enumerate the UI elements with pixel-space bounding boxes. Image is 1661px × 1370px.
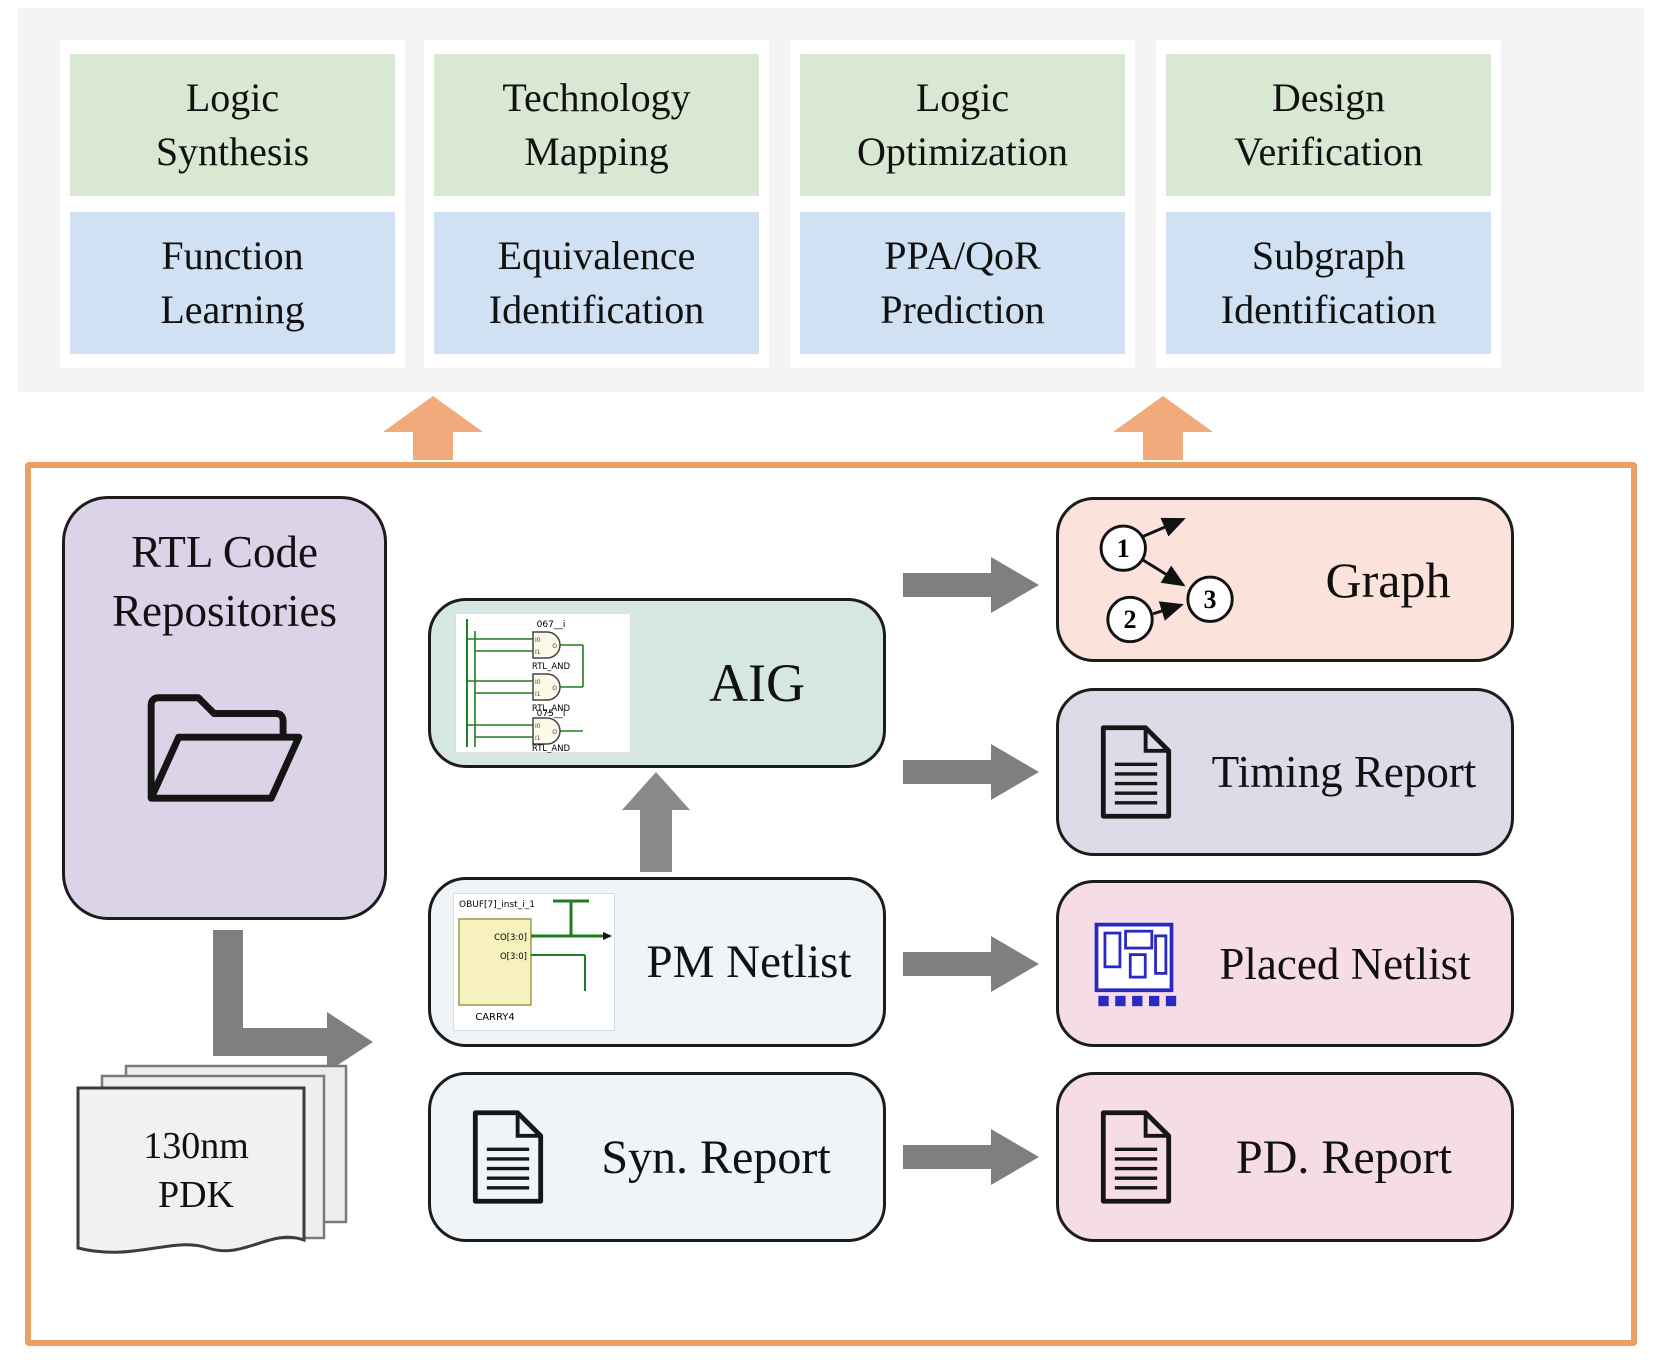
aig-label: AIG bbox=[709, 653, 805, 713]
aig-schematic-thumbnail: 067__i I0 I1 O RTL_AND 069__i I0 I1 O RT… bbox=[455, 613, 631, 753]
pd-report-card: PD. Report bbox=[1056, 1072, 1514, 1242]
column-logic-synthesis: Logic Synthesis Function Learning bbox=[60, 40, 405, 368]
timing-report-label: Timing Report bbox=[1211, 747, 1477, 797]
up-arrow-right-icon bbox=[1113, 396, 1213, 460]
gate-type-label: RTL_AND bbox=[532, 704, 571, 714]
gate-pin-label: I1 bbox=[535, 735, 541, 742]
instance-label: OBUF[7]_inst_i_1 bbox=[459, 900, 535, 910]
chip-layout-icon bbox=[1094, 922, 1177, 1006]
pm-netlist-label: PM Netlist bbox=[646, 936, 852, 988]
column-design-verification: Design Verification Subgraph Identificat… bbox=[1156, 40, 1501, 368]
application-line-1: Equivalence bbox=[497, 232, 696, 278]
application-line-2: Prediction bbox=[880, 287, 1045, 332]
document-icon bbox=[1100, 725, 1172, 819]
gate-type-label: RTL_AND bbox=[532, 662, 571, 672]
pdk-label: 130nm PDK bbox=[86, 1122, 306, 1221]
gate-pin-label: I1 bbox=[535, 691, 541, 698]
pm-netlist-schematic-thumbnail: OBUF[7]_inst_i_1 CO[3:0] O[3:0] CARRY4 bbox=[453, 893, 615, 1031]
graph-node-2-label: 2 bbox=[1124, 605, 1137, 634]
pdk-line-2: PDK bbox=[157, 1174, 235, 1217]
task-line-1: Technology bbox=[502, 74, 691, 120]
syn-report-label: Syn. Report bbox=[601, 1130, 831, 1184]
placed-netlist-card: Placed Netlist bbox=[1056, 880, 1514, 1047]
gate-name-label: 067__i bbox=[537, 620, 566, 630]
gate-pin-label: O bbox=[552, 729, 557, 736]
graph-node-3-label: 3 bbox=[1204, 584, 1217, 613]
graph-nodes-icon: 1 2 3 bbox=[1099, 517, 1234, 643]
document-icon bbox=[472, 1110, 544, 1204]
graph-node-1-label: 1 bbox=[1117, 533, 1130, 562]
application-line-1: PPA/QoR bbox=[884, 232, 1041, 278]
arrow-aig-to-graph-icon bbox=[903, 557, 1039, 613]
port-o-label: O[3:0] bbox=[500, 952, 527, 962]
arrow-pm-to-placed-netlist-icon bbox=[903, 936, 1039, 992]
elbow-arrow-rtl-to-pdk-icon bbox=[213, 930, 373, 1072]
task-line-2: Optimization bbox=[856, 129, 1069, 174]
task-line-1: Logic bbox=[185, 74, 280, 120]
gate-pin-label: O bbox=[552, 643, 557, 650]
document-icon bbox=[1100, 1110, 1172, 1204]
timing-report-card: Timing Report bbox=[1056, 688, 1514, 856]
syn-report-card: Syn. Report bbox=[428, 1072, 886, 1242]
gate-name-label: 075__i bbox=[537, 709, 566, 719]
pdk-line-1: 130nm bbox=[143, 1125, 249, 1167]
graph-card: 1 2 3 Graph bbox=[1056, 497, 1514, 662]
task-box-design-verification: Design Verification bbox=[1166, 54, 1491, 196]
aig-card: 067__i I0 I1 O RTL_AND 069__i I0 I1 O RT… bbox=[428, 598, 886, 768]
application-line-2: Identification bbox=[1220, 287, 1437, 332]
port-co-label: CO[3:0] bbox=[494, 933, 527, 943]
rtl-repo-line-1: RTL Code bbox=[131, 527, 318, 577]
gate-pin-label: I1 bbox=[535, 649, 541, 656]
column-technology-mapping: Technology Mapping Equivalence Identific… bbox=[424, 40, 769, 368]
folder-icon bbox=[147, 694, 302, 802]
application-box-subgraph-identification: Subgraph Identification bbox=[1166, 212, 1491, 354]
task-box-technology-mapping: Technology Mapping bbox=[434, 54, 759, 196]
application-line-1: Function bbox=[161, 232, 304, 278]
placed-netlist-label: Placed Netlist bbox=[1219, 938, 1471, 989]
rtl-code-repositories-card: RTL Code Repositories bbox=[62, 496, 387, 920]
application-line-2: Identification bbox=[488, 287, 705, 332]
application-line-1: Subgraph bbox=[1251, 232, 1406, 278]
up-arrow-pm-to-aig-icon bbox=[622, 772, 690, 872]
gate-type-label: RTL_AND bbox=[532, 744, 571, 753]
task-line-2: Synthesis bbox=[155, 129, 310, 174]
task-box-logic-synthesis: Logic Synthesis bbox=[70, 54, 395, 196]
application-box-ppa-qor-prediction: PPA/QoR Prediction bbox=[800, 212, 1125, 354]
application-line-2: Learning bbox=[160, 287, 305, 332]
pdk-sheet-stack-icon bbox=[76, 1064, 348, 1254]
pm-netlist-card: OBUF[7]_inst_i_1 CO[3:0] O[3:0] CARRY4 P… bbox=[428, 877, 886, 1047]
application-box-equivalence-identification: Equivalence Identification bbox=[434, 212, 759, 354]
gate-pin-label: I0 bbox=[535, 679, 541, 686]
graph-label: Graph bbox=[1325, 551, 1451, 608]
cell-label: CARRY4 bbox=[475, 1012, 515, 1023]
pd-report-label: PD. Report bbox=[1236, 1130, 1452, 1184]
gate-pin-label: O bbox=[552, 685, 557, 692]
task-line-1: Logic bbox=[915, 74, 1010, 120]
column-logic-optimization: Logic Optimization PPA/QoR Prediction bbox=[790, 40, 1135, 368]
gate-pin-label: I0 bbox=[535, 637, 541, 644]
rtl-repo-line-2: Repositories bbox=[112, 586, 337, 637]
task-box-logic-optimization: Logic Optimization bbox=[800, 54, 1125, 196]
gate-pin-label: I0 bbox=[535, 723, 541, 730]
application-box-function-learning: Function Learning bbox=[70, 212, 395, 354]
arrow-aig-to-timing-report-icon bbox=[903, 744, 1039, 800]
arrow-syn-to-pd-report-icon bbox=[903, 1129, 1039, 1185]
task-line-1: Design bbox=[1271, 74, 1386, 120]
rtl-repo-title: RTL Code Repositories bbox=[112, 523, 337, 642]
task-line-2: Verification bbox=[1234, 129, 1423, 174]
task-line-2: Mapping bbox=[524, 129, 669, 174]
up-arrow-left-icon bbox=[383, 396, 483, 460]
